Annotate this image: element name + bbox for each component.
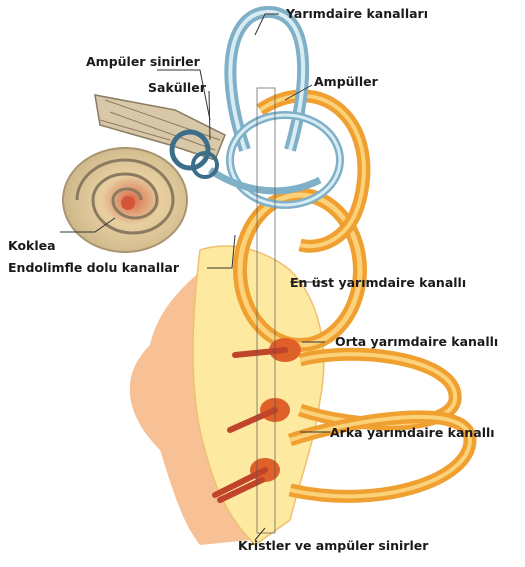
label-ampullary-nerves: Ampüler sinirler [86, 56, 200, 69]
label-cochlea: Koklea [8, 240, 56, 253]
label-cristae: Kristler ve ampüler sinirler [238, 540, 428, 553]
label-middle-canal: Orta yarımdaire kanallı [335, 336, 498, 349]
label-semicircular-canals: Yarımdaire kanalları [286, 8, 428, 21]
label-endolymph-canals: Endolimfle dolu kanallar [8, 262, 179, 275]
cochlea [63, 148, 187, 252]
label-superior-canal: En üst yarımdaire kanallı [290, 277, 466, 290]
label-saccules: Saküller [148, 82, 206, 95]
label-posterior-canal: Arka yarımdaire kanallı [330, 427, 495, 440]
label-ampullae: Ampüller [314, 76, 378, 89]
